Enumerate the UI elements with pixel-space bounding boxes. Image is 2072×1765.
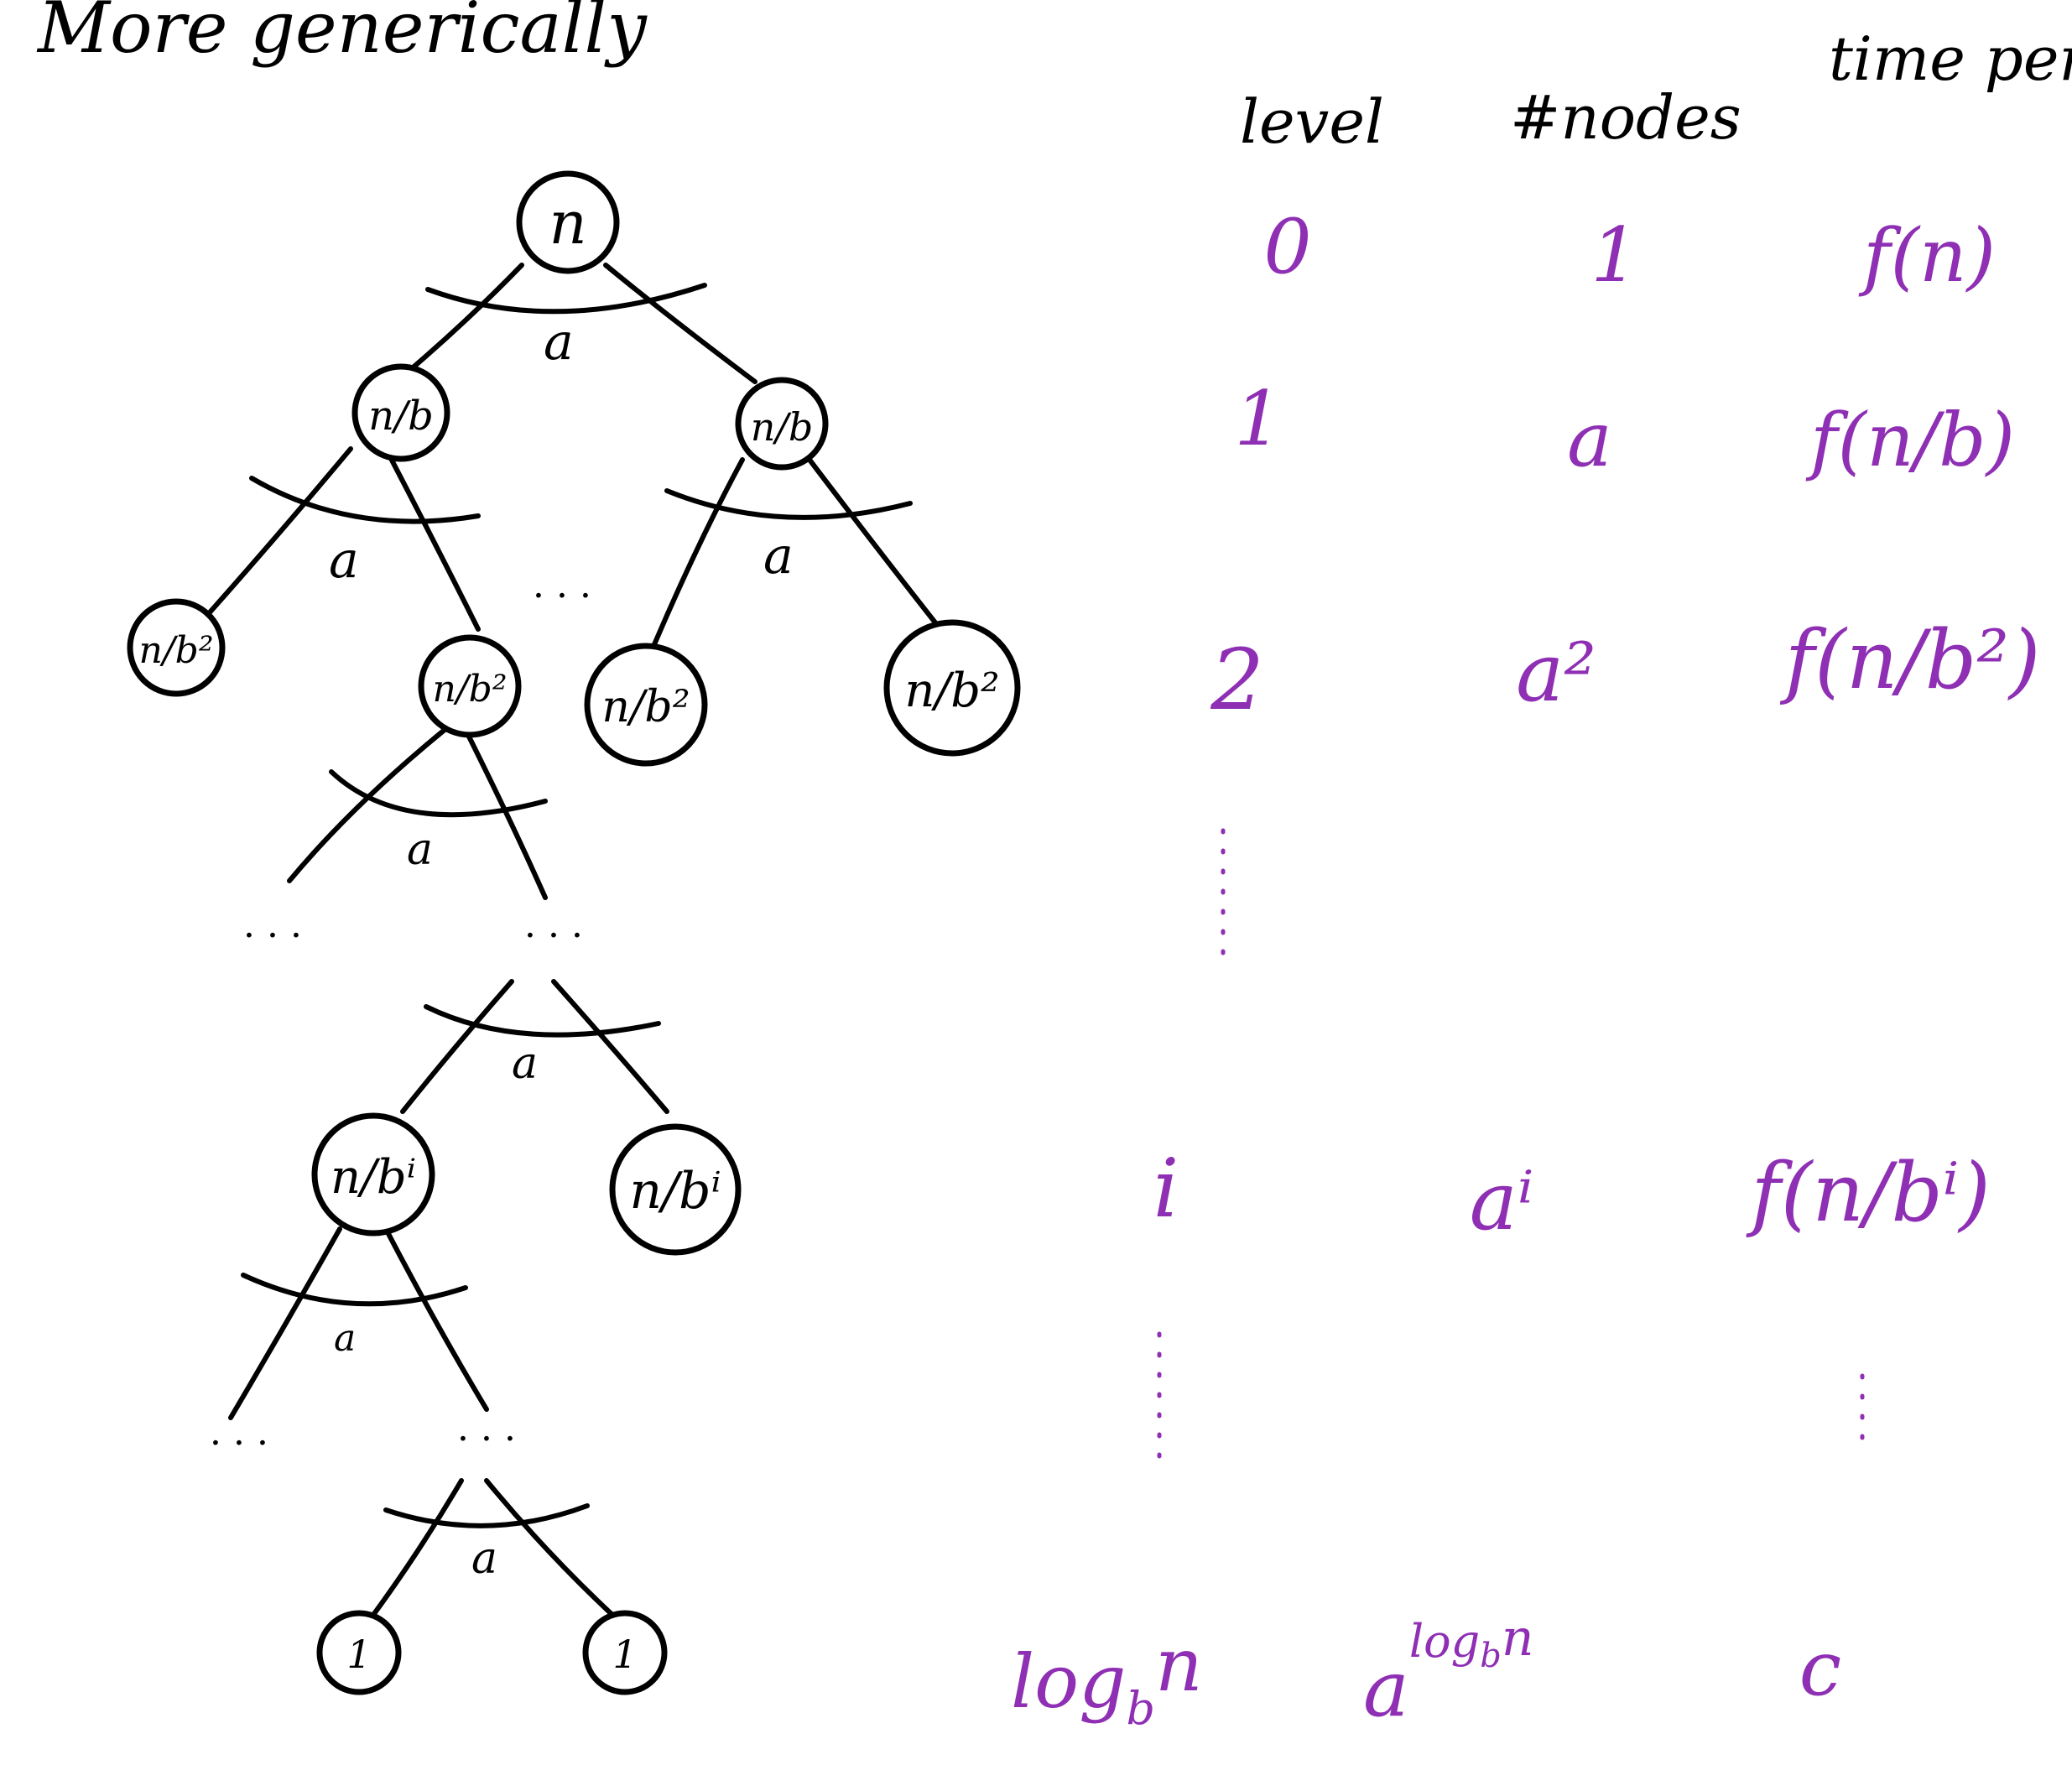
tree-node-level2-1: n/b² [127,598,226,697]
node-label: n/b² [601,682,690,732]
branch-label: a [407,825,433,875]
node-label: 1 [346,1632,371,1677]
rowi-time: f(n/bⁱ) [1746,1146,1990,1240]
tree-node-leveli-right: n/bⁱ [609,1123,742,1256]
last-time: c [1799,1625,1841,1713]
tree-node-leveli-left: n/bⁱ [311,1112,435,1237]
node-label: n/bⁱ [331,1150,416,1205]
header-time: time per node [1829,23,2072,94]
tree-node-level2-4: n/b² [883,619,1021,757]
branch-labels: a a a a a a a [329,313,794,1584]
rowi-nodes: aⁱ [1470,1154,1534,1248]
node-label: n/b² [433,668,508,711]
page-title: More generically [36,0,648,69]
node-label: n/b [751,404,814,450]
node-label: n/bⁱ [629,1162,721,1221]
tree-node-level2-2: n/b² [418,634,522,738]
ellipsis: · · · [533,575,591,617]
tree-node-level1-left: n/b [351,363,450,462]
branch-label: a [512,1039,538,1089]
node-label: n/b [368,393,434,440]
ellipsis: · · · [524,914,583,957]
tree-node-level2-3: n/b² [584,643,708,767]
tree-edges [207,263,946,1617]
tree-nodes: n n/b n/b n/b² n/b² n/b² n/b² n/bⁱ [127,170,1021,1695]
node-label: n [549,189,586,258]
row1-time: f(n/b) [1805,397,2015,483]
tree-ellipses: · · · · · · · · · · · · · · · [210,575,591,1465]
row0-level: 0 [1263,203,1311,291]
branch-label: a [471,1533,497,1584]
branch-label: a [763,527,794,586]
row2-nodes: a² [1516,626,1596,720]
last-level: logbn [1011,1622,1203,1735]
branch-label: a [329,531,359,590]
last-nodes: alogbn [1363,1609,1533,1734]
tree-node-leaf-right: 1 [582,1610,668,1695]
row0-nodes: 1 [1590,211,1638,299]
level-table: 0 1 f(n) 1 a f(n/b) 2 a² f(n/b²) i aⁱ f(… [1011,203,2040,1735]
node-label: n/b² [139,629,214,672]
header-level: level [1240,86,1384,157]
branch-label: a [334,1317,356,1360]
header-nodes: #nodes [1510,82,1741,153]
row1-level: 1 [1234,375,1282,463]
row1-nodes: a [1567,396,1612,484]
node-label: n/b² [904,664,999,718]
row0-time: f(n) [1858,212,1996,299]
node-label: 1 [612,1632,637,1677]
header-time-text: time per node [1829,23,2072,94]
tree-node-leaf-left: 1 [316,1610,402,1695]
rowi-level: i [1153,1142,1179,1236]
ellipsis: · · · [210,1422,268,1465]
tree-node-level1-right: n/b [735,377,829,471]
row2-time: f(n/b²) [1780,613,2041,707]
tree-node-root: n [516,170,620,274]
ellipsis: · · · [243,914,302,957]
branch-label: a [544,313,574,372]
ellipsis: · · · [457,1418,516,1460]
row2-level: 2 [1210,631,1264,729]
